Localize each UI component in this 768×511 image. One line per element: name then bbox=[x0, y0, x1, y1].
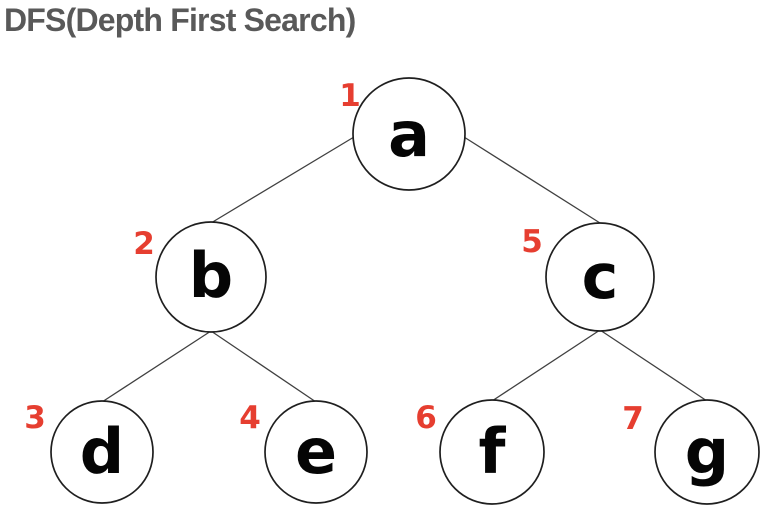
node-f-circle bbox=[439, 399, 545, 505]
node-c-label: c bbox=[582, 240, 619, 313]
node-b-circle bbox=[155, 221, 267, 333]
node-d-circle bbox=[50, 400, 154, 504]
node-a-order-number: 1 bbox=[339, 78, 361, 114]
edge-c-f bbox=[491, 329, 601, 402]
node-c-circle bbox=[545, 222, 655, 332]
node-e-order-number: 4 bbox=[239, 400, 261, 436]
node-f-label: f bbox=[479, 415, 507, 488]
edge-b-d bbox=[101, 330, 212, 403]
node-d-label: d bbox=[80, 415, 124, 488]
edge-b-e bbox=[210, 330, 317, 403]
tree-edges bbox=[101, 136, 708, 403]
node-g-circle bbox=[654, 399, 760, 505]
node-g-order-number: 7 bbox=[622, 401, 644, 437]
node-c: 5 c bbox=[521, 222, 655, 332]
node-c-order-number: 5 bbox=[521, 224, 543, 260]
node-a-label: a bbox=[388, 98, 430, 171]
edge-c-g bbox=[599, 329, 708, 402]
node-b-label: b bbox=[189, 239, 233, 312]
edge-a-b bbox=[210, 136, 355, 224]
node-e: 4 e bbox=[239, 400, 368, 504]
node-a: 1 a bbox=[339, 77, 466, 191]
node-a-circle bbox=[352, 77, 466, 191]
node-f: 6 f bbox=[415, 399, 545, 505]
node-e-circle bbox=[264, 400, 368, 504]
node-g-label: g bbox=[685, 415, 729, 488]
node-g: 7 g bbox=[622, 399, 760, 505]
node-b-order-number: 2 bbox=[133, 226, 155, 262]
node-e-label: e bbox=[295, 415, 337, 488]
node-f-order-number: 6 bbox=[415, 400, 437, 436]
node-d: 3 d bbox=[24, 400, 154, 504]
node-b: 2 b bbox=[133, 221, 267, 333]
page-title: DFS(Depth First Search) bbox=[4, 2, 356, 38]
edge-a-c bbox=[463, 136, 601, 224]
node-d-order-number: 3 bbox=[24, 400, 46, 436]
